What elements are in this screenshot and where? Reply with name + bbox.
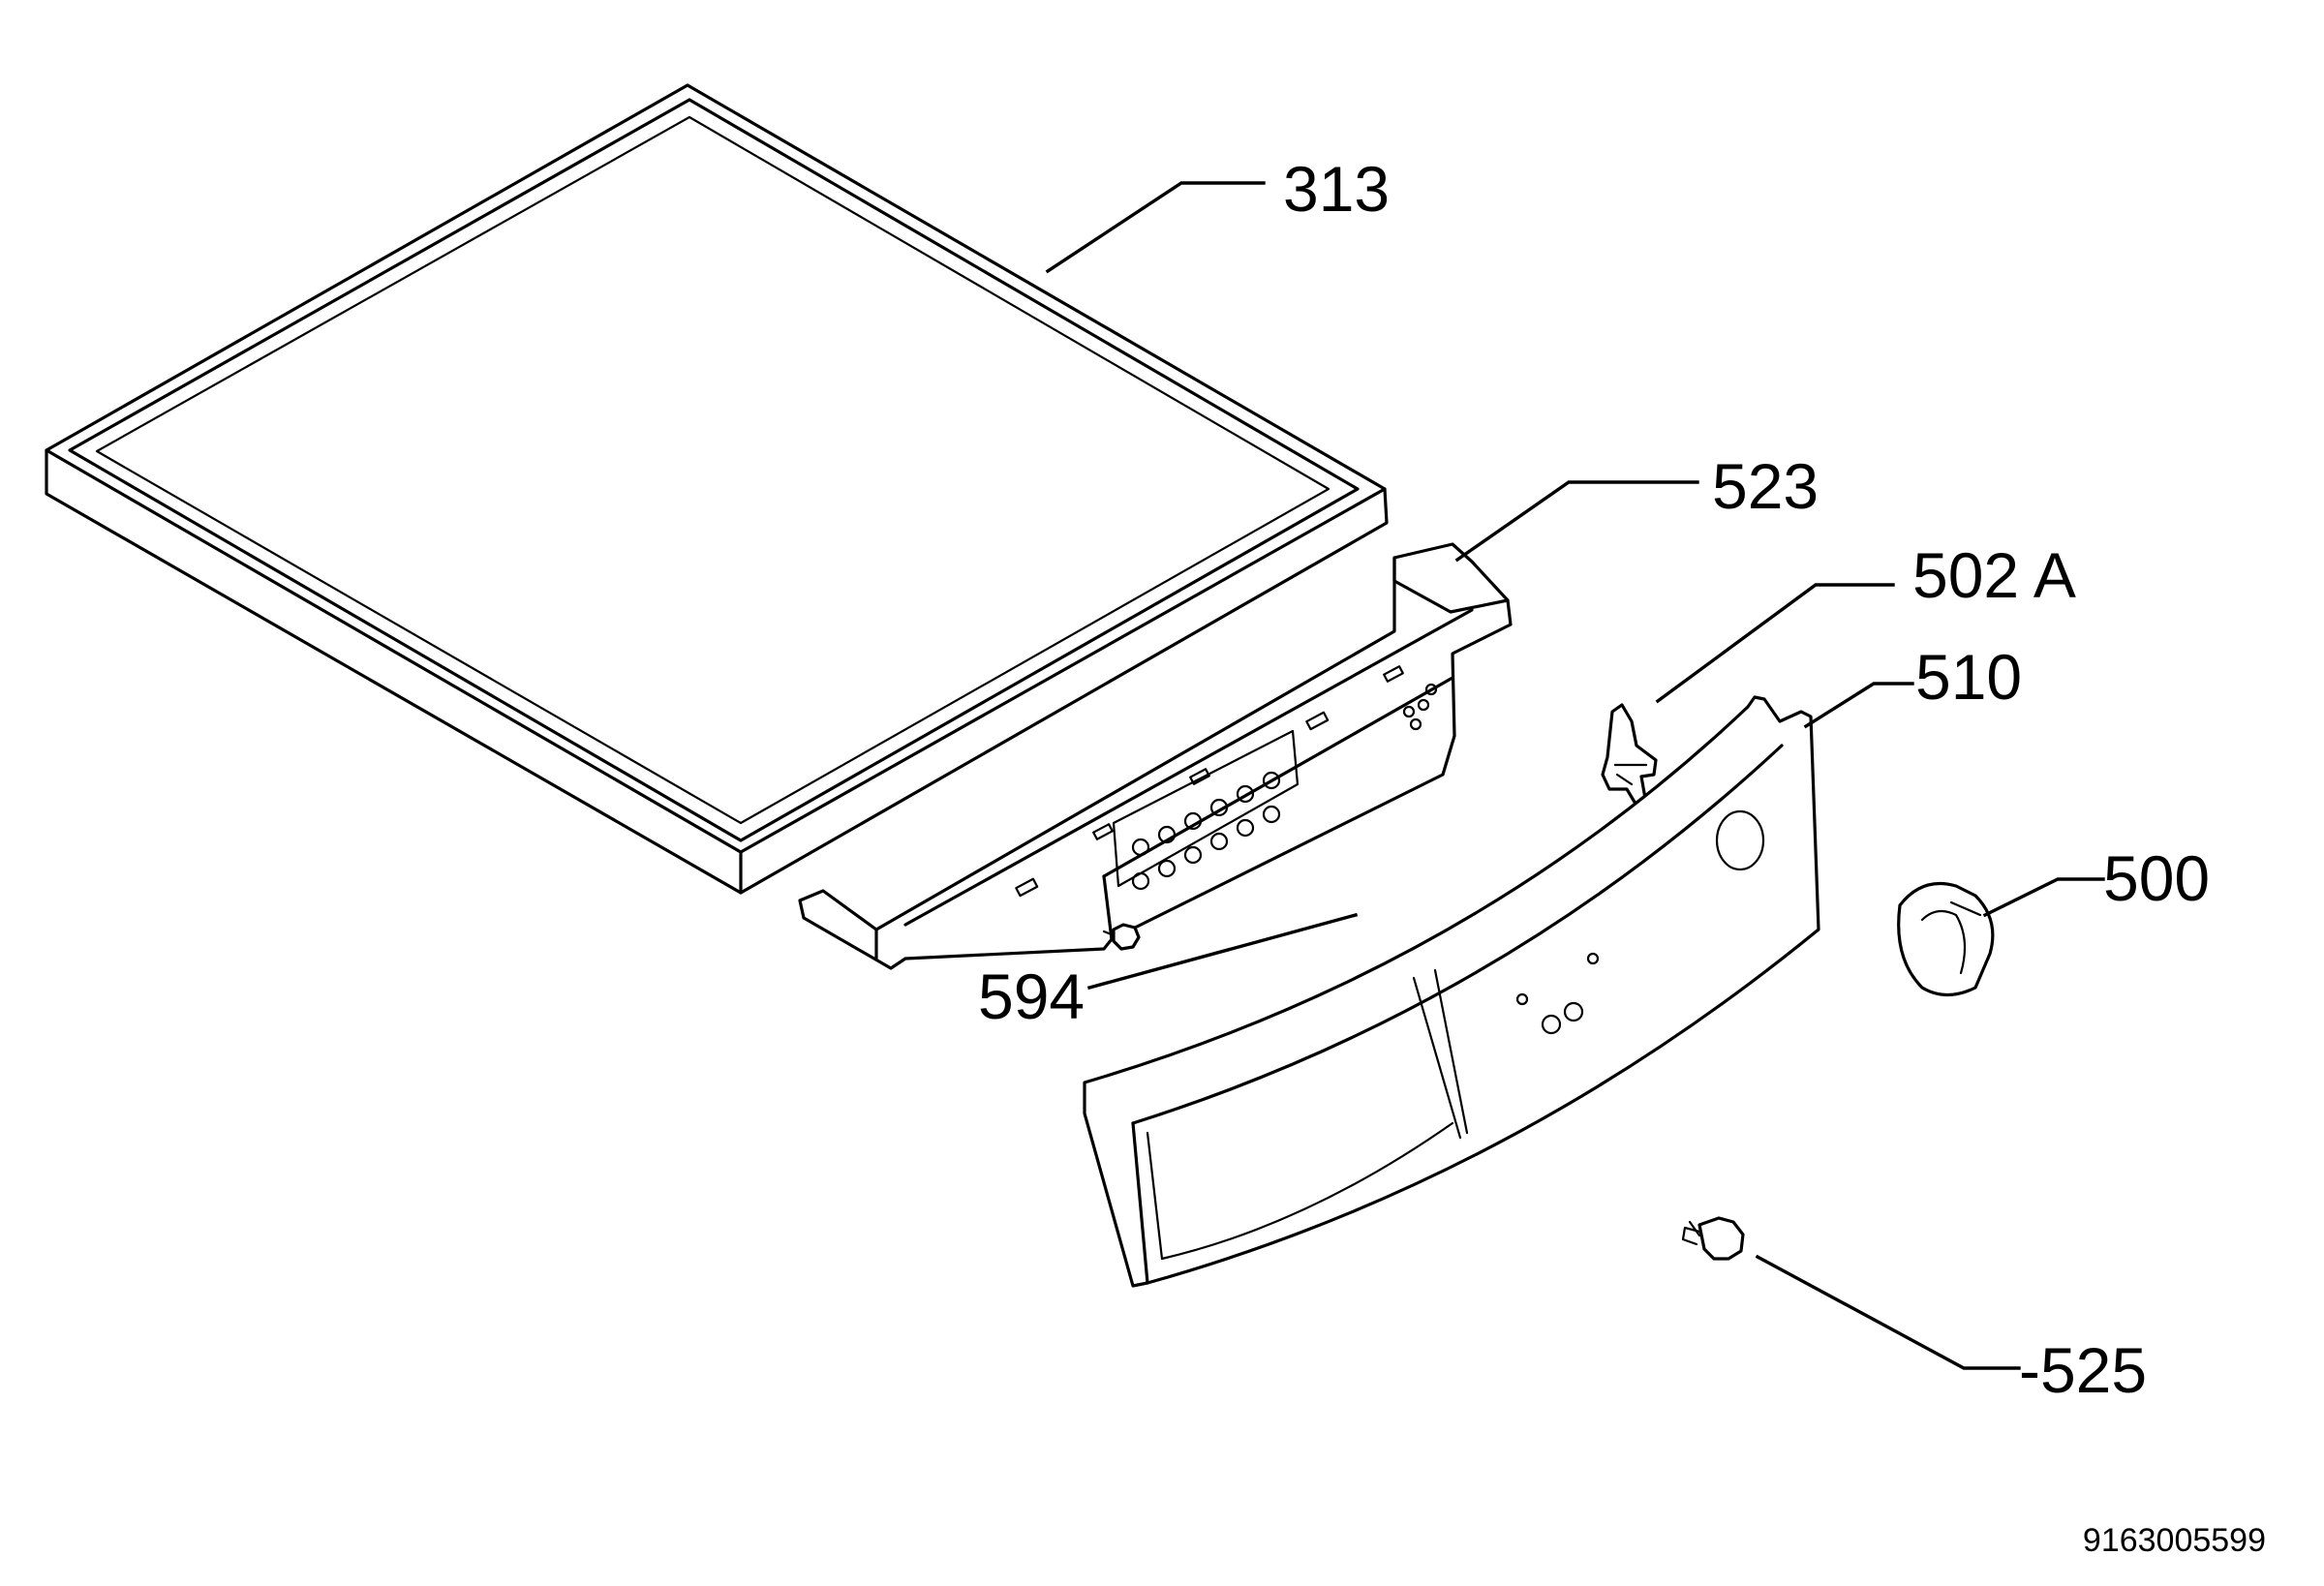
leader-510 [1803,682,1914,729]
leader-502a [1655,583,1895,704]
leader-500 [1982,877,2105,918]
bracket-slots [1015,665,1404,898]
clip-part [1601,703,1658,810]
bracket-part [798,542,1513,970]
button-part [1681,1216,1745,1261]
callout-labels: 313 523 502 A 510 500 594 -525 [978,153,2210,1406]
bracket-holes [1131,683,1438,891]
leader-lines [1045,181,2105,1370]
leader-525 [1755,1254,2021,1370]
callout-313: 313 [1283,153,1390,225]
callout-594: 594 [978,961,1085,1032]
knob-part [1897,881,1995,997]
leader-594 [1086,912,1359,991]
drawing-number: 9163005599 [2083,1522,2266,1559]
lid-part [45,83,1389,895]
panel-part [1083,695,1820,1288]
callout-525: -525 [2019,1334,2147,1406]
callout-502a: 502 A [1912,539,2076,611]
screw-part [1102,923,1141,951]
callout-523: 523 [1712,450,1819,522]
leader-523 [1454,480,1699,563]
leader-313 [1045,181,1266,274]
callout-510: 510 [1915,641,2022,713]
callout-500: 500 [2103,842,2210,914]
